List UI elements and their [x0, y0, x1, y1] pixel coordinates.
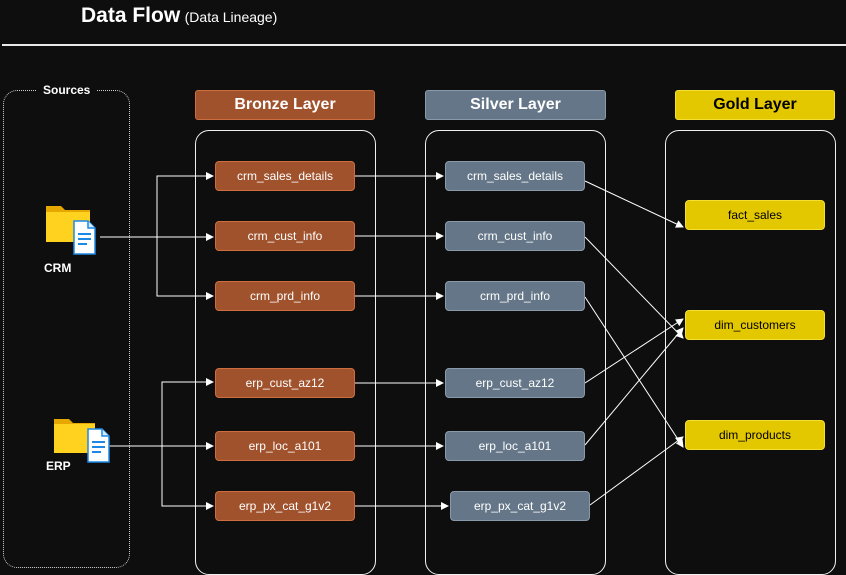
bronze-erp-loc-a101[interactable]: erp_loc_a101: [215, 431, 355, 461]
bronze-layer-header[interactable]: Bronze Layer: [195, 90, 375, 120]
gold-dim-products[interactable]: dim_products: [685, 420, 825, 450]
edge-silver-to-gold-fact-sales: [584, 180, 684, 228]
bronze-crm-sales-details[interactable]: crm_sales_details: [215, 161, 355, 191]
edge-crm-to-bronze-crm-prd-info: [156, 237, 214, 300]
erp-source-label: ERP: [46, 459, 71, 473]
crm-folder-document-icon[interactable]: [44, 203, 102, 255]
silver-erp-px-cat-g1v2[interactable]: erp_px_cat_g1v2: [450, 491, 590, 521]
silver-erp-cust-az12[interactable]: erp_cust_az12: [445, 368, 585, 398]
gold-dim-customers[interactable]: dim_customers: [685, 310, 825, 340]
page-title: Data Flow (Data Lineage): [81, 4, 277, 28]
gold-fact-sales[interactable]: fact_sales: [685, 200, 825, 230]
bronze-crm-prd-info[interactable]: crm_prd_info: [215, 281, 355, 311]
title-divider: [2, 44, 846, 46]
edge-silver-crm-prd-info-to-gold-dim-products: [584, 296, 684, 448]
title-subtitle: (Data Lineage): [184, 9, 278, 25]
gold-layer-header[interactable]: Gold Layer: [675, 90, 835, 120]
silver-crm-prd-info[interactable]: crm_prd_info: [445, 281, 585, 311]
title-main: Data Flow: [81, 4, 181, 27]
sources-label: Sources: [37, 83, 97, 97]
bronze-erp-cust-az12[interactable]: erp_cust_az12: [215, 368, 355, 398]
edge-silver-erp-px-cat-g1v2-to-gold-dim-products: [589, 436, 684, 506]
edge-crm-to-bronze-crm-sales-details: [156, 172, 214, 237]
edge-silver-erp-cust-az12-to-gold-dim-customers: [584, 318, 684, 384]
silver-erp-loc-a101[interactable]: erp_loc_a101: [445, 431, 585, 461]
edge-silver-erp-loc-a101-to-gold-dim-customers: [584, 327, 684, 446]
silver-crm-cust-info[interactable]: crm_cust_info: [445, 221, 585, 251]
edge-erp-to-bronze-erp-px-cat-g1v2: [161, 446, 214, 510]
silver-layer-header[interactable]: Silver Layer: [425, 90, 606, 120]
erp-folder-document-icon[interactable]: [53, 416, 115, 464]
crm-source-label: CRM: [44, 261, 72, 275]
edge-silver-crm-cust-info-to-gold-dim-customers: [584, 236, 684, 339]
silver-crm-sales-details[interactable]: crm_sales_details: [445, 161, 585, 191]
edge-erp-to-bronze-erp-cust-az12: [161, 378, 214, 446]
bronze-erp-px-cat-g1v2[interactable]: erp_px_cat_g1v2: [215, 491, 355, 521]
bronze-crm-cust-info[interactable]: crm_cust_info: [215, 221, 355, 251]
